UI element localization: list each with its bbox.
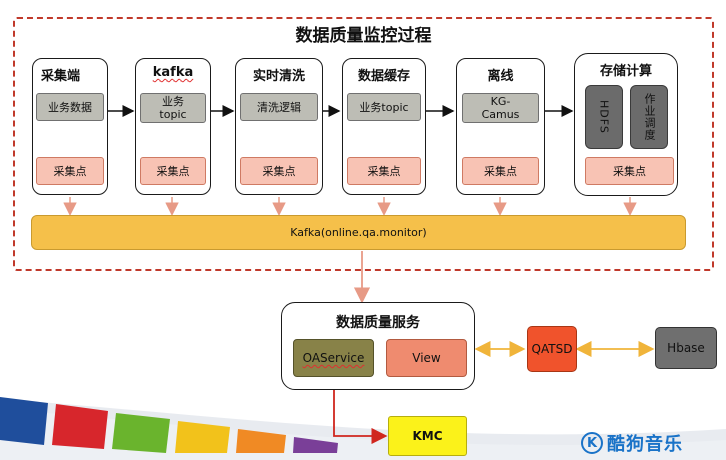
business-topic-box: 业务topic [347, 93, 421, 121]
kugou-logo-text: 酷狗音乐 [607, 434, 683, 455]
kafka-monitor-bar: Kafka(online.qa.monitor) [31, 215, 686, 250]
kugou-logo-icon: K [581, 432, 603, 454]
ribbon-blue [0, 397, 48, 445]
stage-title: 实时清洗 [252, 69, 305, 84]
arrow-oaservice-kmc [333, 378, 388, 445]
ribbon-yellow [175, 421, 230, 453]
page-title: 数据质量监控过程 [295, 26, 432, 46]
view-box: View [386, 339, 467, 377]
box-line-2: topic [159, 108, 187, 121]
business-topic-box: 业务 topic [140, 93, 206, 123]
ribbon-red [52, 404, 108, 449]
qatsd-box: QATSD [527, 326, 577, 372]
kafka-monitor-label: Kafka(online.qa.monitor) [290, 226, 427, 239]
cleaning-logic-box: 清洗逻辑 [240, 93, 318, 121]
oaservice-label: OAService [302, 351, 365, 365]
box-line-1: KG- [490, 95, 511, 108]
hbase-box: Hbase [655, 327, 717, 369]
business-data-box: 业务数据 [36, 93, 104, 121]
collect-point-box: 采集点 [585, 157, 674, 185]
hdfs-label: HDFS [597, 100, 611, 134]
collect-point-box: 采集点 [240, 157, 318, 185]
stage-title: 采集端 [41, 69, 81, 84]
box-line-2: Camus [481, 108, 520, 121]
ribbon-orange [236, 429, 286, 453]
box-line-1: 业务 [162, 95, 184, 108]
kmc-box: KMC [388, 416, 467, 456]
service-title: 数据质量服务 [336, 315, 420, 331]
collect-point-box: 采集点 [36, 157, 104, 185]
kg-camus-box: KG- Camus [462, 93, 539, 123]
oaservice-box: OAService [293, 339, 374, 377]
stage-title: 离线 [487, 69, 514, 84]
decorative-ribbon [0, 397, 726, 460]
stage-title: kafka [152, 65, 194, 80]
monitor-process-frame [13, 17, 714, 271]
ribbon-purple [293, 437, 338, 453]
stage-title: 存储计算 [599, 64, 652, 79]
ribbon-green [112, 413, 170, 453]
collect-point-box: 采集点 [140, 157, 206, 185]
hdfs-box: HDFS [585, 85, 623, 149]
job-scheduling-box: 作业调度 [630, 85, 668, 149]
job-scheduling-label: 作业调度 [643, 93, 656, 141]
collect-point-box: 采集点 [347, 157, 421, 185]
collect-point-box: 采集点 [462, 157, 539, 185]
stage-title: 数据缓存 [357, 69, 410, 84]
